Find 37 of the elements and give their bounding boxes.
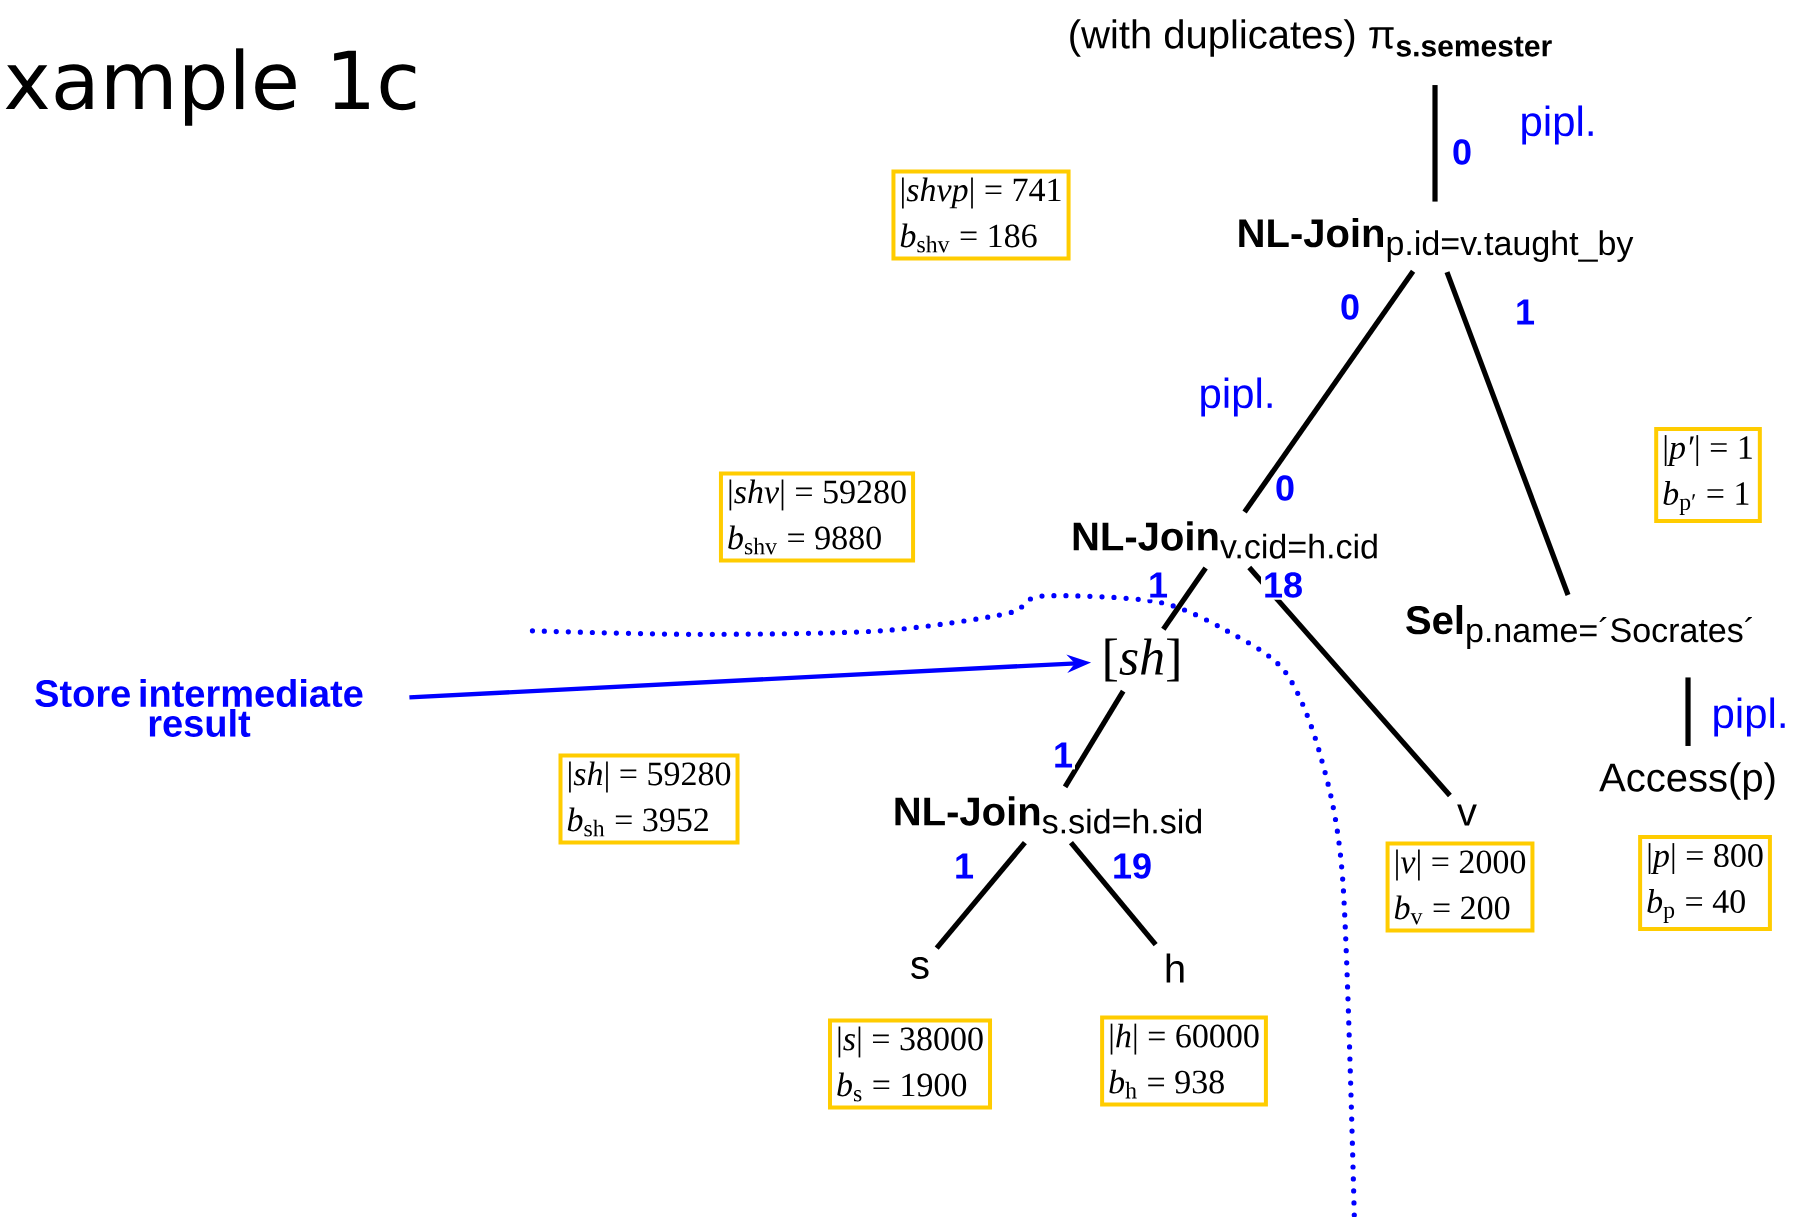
edge-label: 0	[1338, 292, 1362, 322]
operator-label: h	[1166, 953, 1184, 983]
tree-edge	[1685, 677, 1691, 746]
tree-edge	[934, 841, 1027, 950]
statistics-box: |h| = 60000 b$_{h}$ = 938	[1100, 1015, 1268, 1107]
edge-label: 1	[1051, 740, 1075, 770]
statistics-box: |s| = 38000 b$_{s}$ = 1900	[828, 1018, 992, 1110]
tree-edge	[1242, 269, 1416, 514]
edge-label: 1	[1146, 570, 1171, 600]
edge-label: 1	[1513, 297, 1538, 327]
pipeline-label: pipl.	[1714, 697, 1785, 737]
edge-number: 0	[1276, 475, 1294, 501]
statistics-box: |shvp| = 741 b$_{shv}$ = 186	[891, 169, 1071, 261]
tree-edge	[1444, 271, 1571, 596]
tree-edge	[1068, 841, 1158, 947]
tree-edge	[1161, 566, 1208, 631]
annotation-text: Store intermediate result	[35, 679, 363, 737]
edge-label: 18	[1261, 570, 1306, 600]
edge-label: 0	[1450, 137, 1475, 167]
tree-edge	[1432, 85, 1438, 202]
statistics-box: |shv| = 59280 b$_{shv}$ = 9880	[718, 471, 916, 563]
operator-label: v	[1457, 804, 1477, 826]
edge-label: 19	[1110, 851, 1155, 881]
statistics-box: |p′| = 1 b$_{p′}$ = 1	[1654, 427, 1762, 523]
statistics-box: |p| = 800 b$_{p}$ = 40	[1638, 835, 1772, 931]
statistics-box: |sh| = 59280 b$_{sh}$ = 3952	[558, 753, 740, 845]
pipeline-label: pipl.	[1201, 377, 1272, 417]
tree-edge	[1247, 565, 1452, 798]
statistics-box: |v| = 2000 b$_{v}$ = 200	[1385, 841, 1535, 933]
pipeline-label: pipl.	[1522, 105, 1593, 145]
tree-edge	[1062, 689, 1126, 789]
edge-label: 1	[952, 851, 976, 881]
operator-label: s	[911, 957, 929, 979]
intermediate-result-label: [sh]	[1105, 638, 1179, 682]
operator-label: Access(p)	[1599, 762, 1775, 800]
operator-label: (with duplicates) πs.semester	[1070, 19, 1552, 57]
slide-title: xample 1c	[5, 48, 416, 126]
